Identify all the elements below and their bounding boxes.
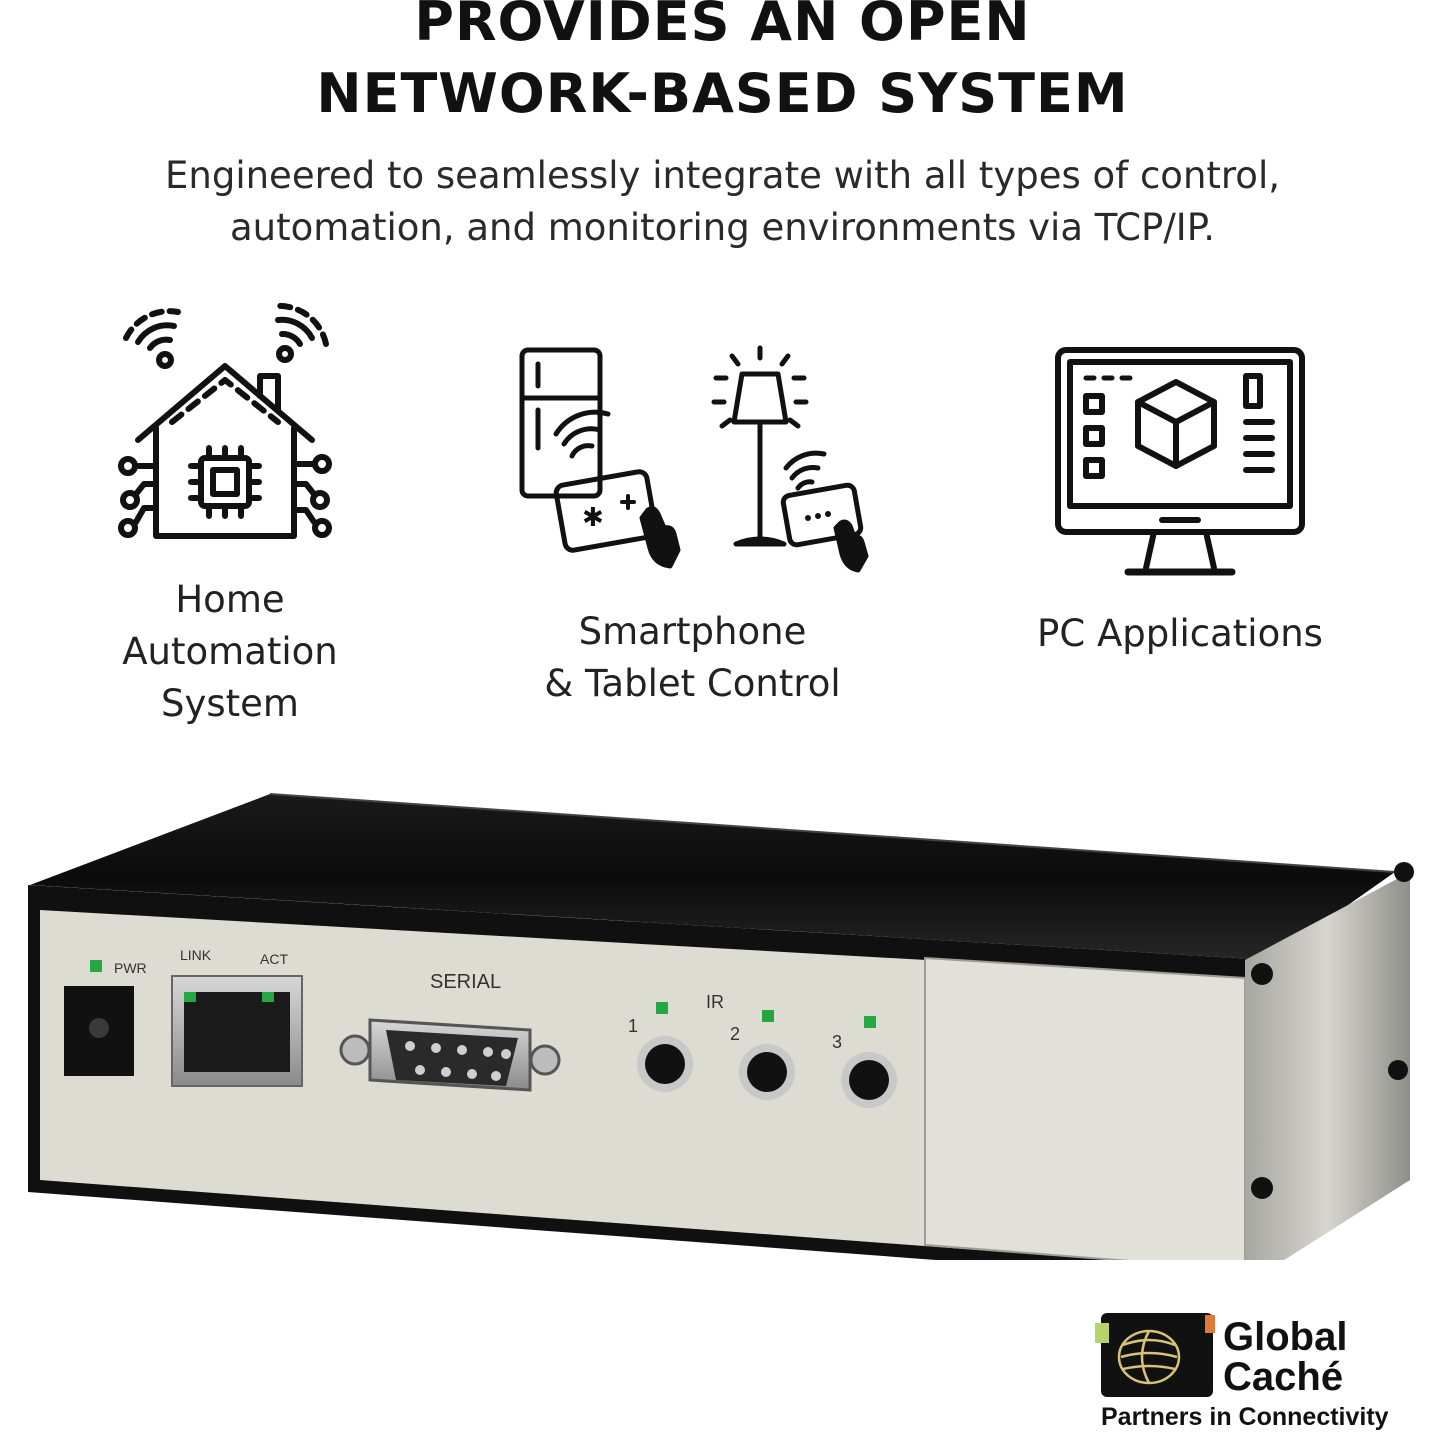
- headline-line-1: PROVIDES AN OPEN: [414, 0, 1031, 53]
- serial-label: SERIAL: [430, 971, 501, 993]
- ir-port-1-label: 1: [628, 1016, 638, 1036]
- brand-logo: Global Caché Partners in Connectivity: [1095, 1305, 1425, 1445]
- page-subtitle: Engineered to seamlessly integrate with …: [0, 150, 1445, 254]
- page-headline: PROVIDES AN OPEN NETWORK-BASED SYSTEM: [0, 0, 1445, 130]
- headline-line-2: NETWORK-BASED SYSTEM: [316, 62, 1129, 125]
- ir-led-1: [656, 1002, 668, 1014]
- feature-label-smartphone-tablet: Smartphone & Tablet Control: [544, 610, 841, 705]
- pc-monitor-icon: [1050, 342, 1310, 582]
- feature-label-home-automation: Home Automation System: [122, 578, 338, 725]
- svg-text:✱: ✱: [582, 503, 604, 533]
- device-illustration: PWR LINK ACT SERIAL IR 1 2 3: [28, 793, 1414, 1285]
- smart-home-icon: [100, 298, 350, 548]
- ir-port-2-label: 2: [730, 1024, 740, 1044]
- ir-led-3: [864, 1016, 876, 1028]
- pwr-led: [90, 960, 102, 972]
- subtitle-line-2: automation, and monitoring environments …: [229, 206, 1216, 249]
- ir-label: IR: [706, 992, 724, 1012]
- ir-port-3-label: 3: [832, 1032, 842, 1052]
- feature-label-pc-applications: PC Applications: [1037, 612, 1323, 655]
- link-led: [184, 992, 196, 1002]
- globe-logo-icon: [1095, 1313, 1215, 1397]
- ir-led-2: [762, 1010, 774, 1022]
- act-label: ACT: [260, 951, 288, 967]
- appliance-tablet-control-icon: ✱: [510, 338, 870, 578]
- brand-name: Global Caché: [1223, 1315, 1348, 1399]
- link-label: LINK: [180, 947, 212, 963]
- device-photo: PWR LINK ACT SERIAL IR 1 2 3: [0, 780, 1445, 1285]
- brand-tagline: Partners in Connectivity: [1101, 1403, 1389, 1431]
- subtitle-line-1: Engineered to seamlessly integrate with …: [165, 154, 1280, 197]
- pwr-label: PWR: [114, 960, 147, 976]
- act-led: [262, 992, 274, 1002]
